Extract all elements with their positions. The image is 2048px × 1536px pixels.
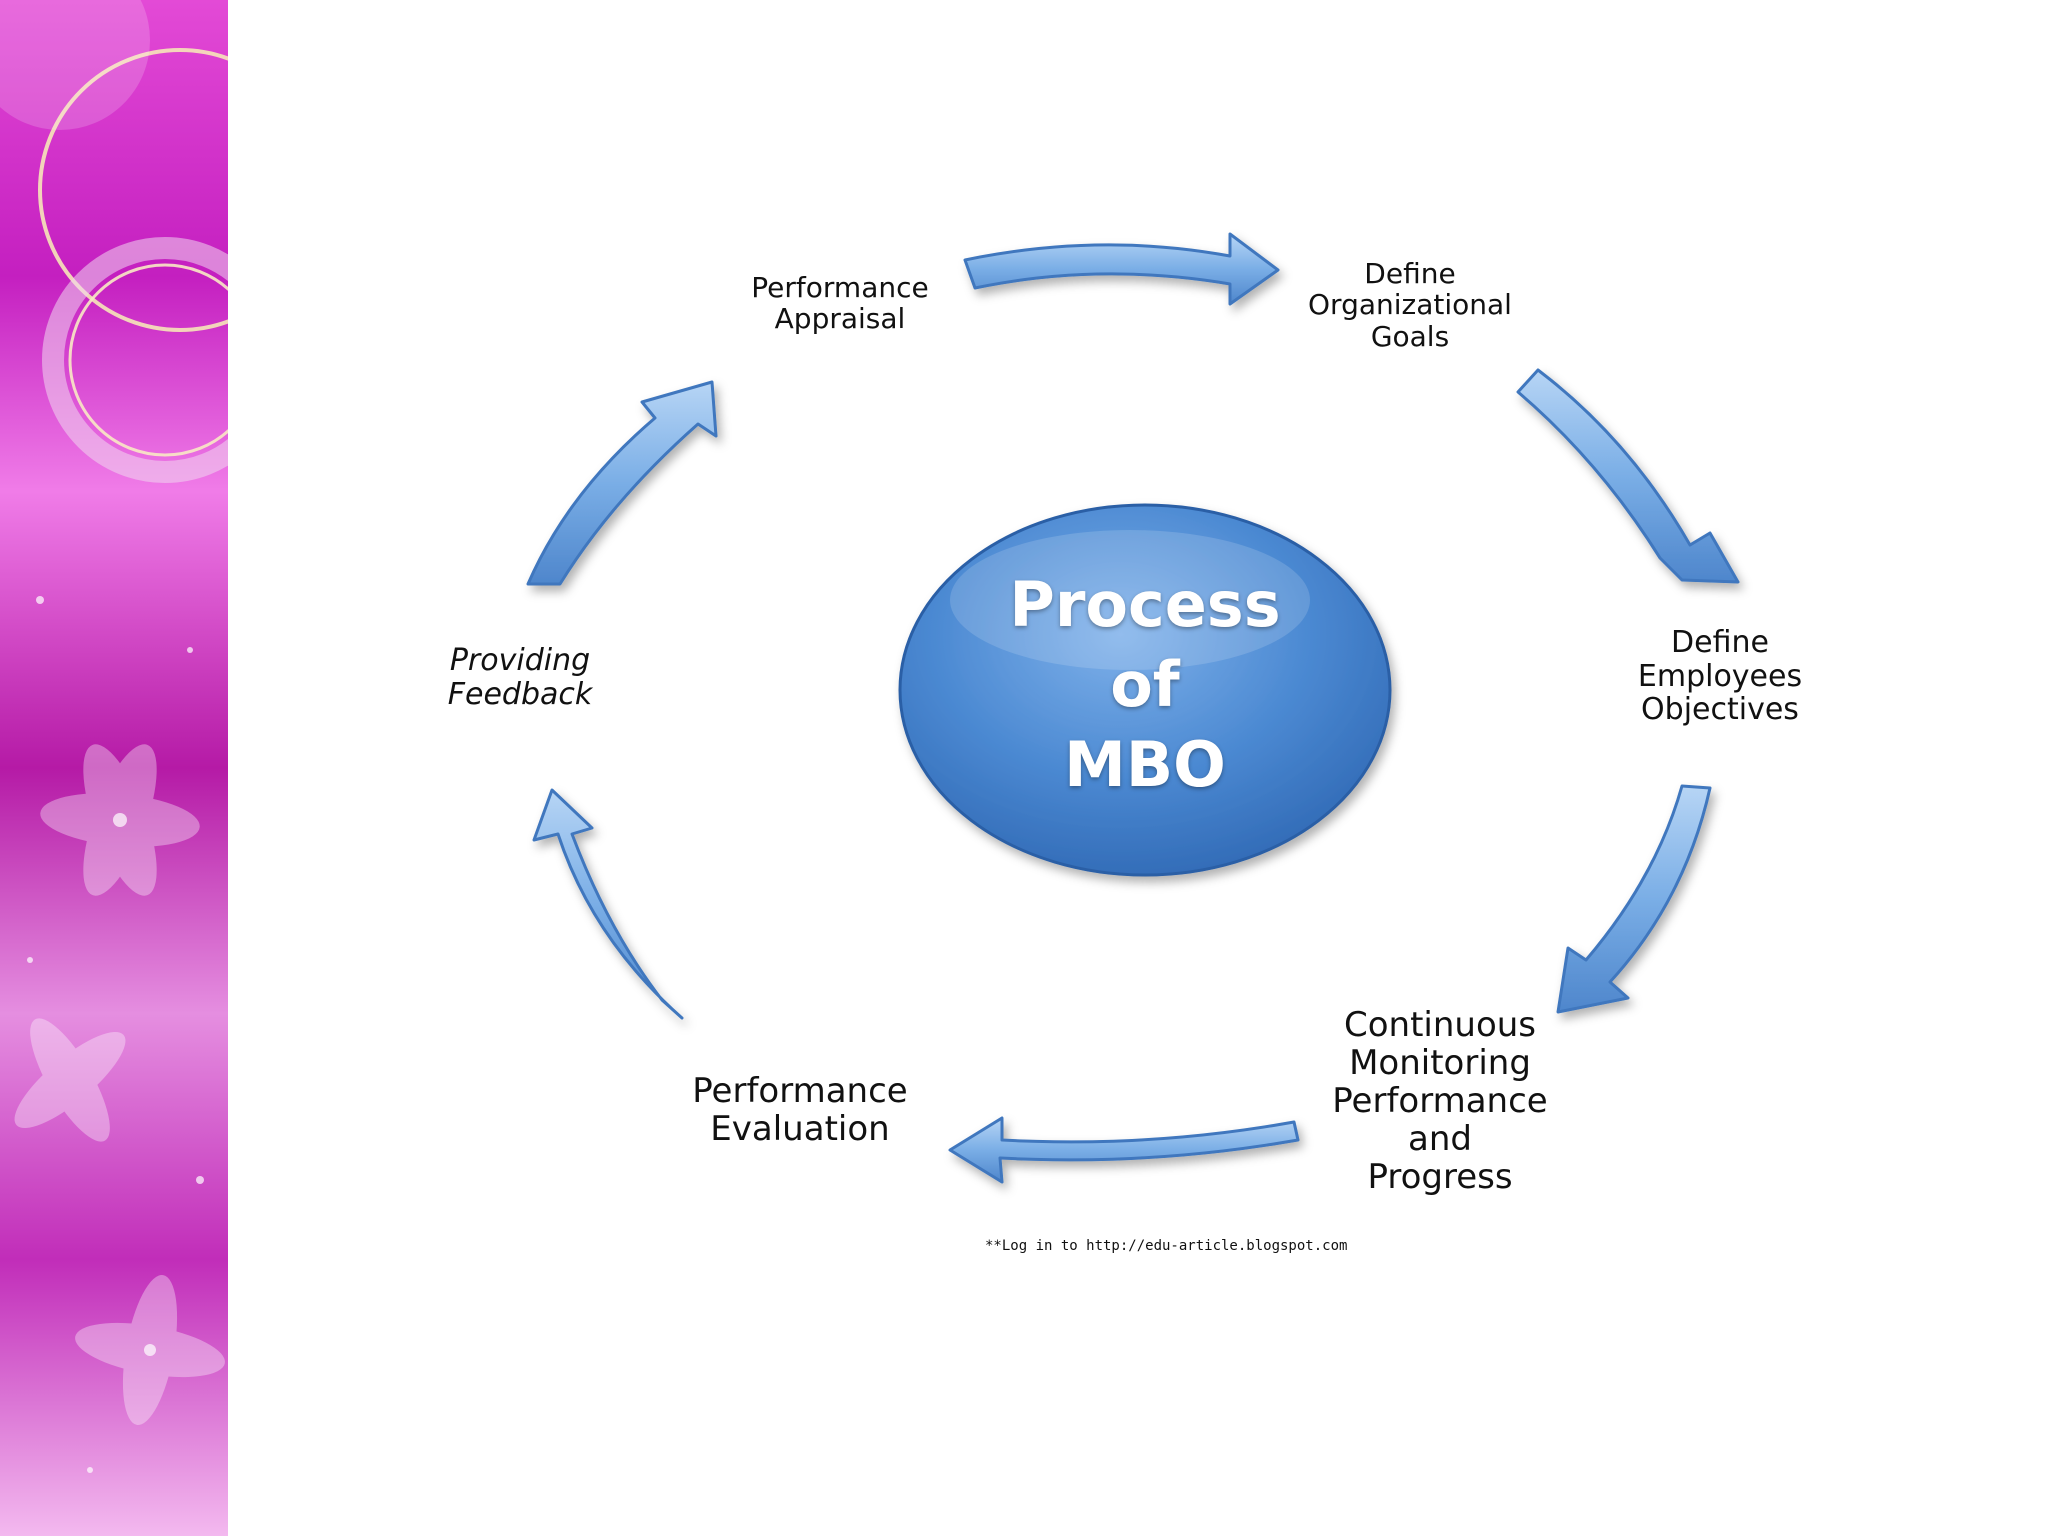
center-hub-highlight <box>950 530 1310 670</box>
center-hub <box>898 503 1392 877</box>
step-performance-appraisal: Performance Appraisal <box>751 271 929 336</box>
arrow-goals-to-objectives-icon <box>1516 368 1740 584</box>
arrow-feedback-to-appraisal-icon <box>526 380 718 586</box>
arrow-evaluation-to-feedback-icon <box>532 788 684 1020</box>
step-define-employees-objectives: Define Employees Objectives <box>1637 625 1803 728</box>
arrow-objectives-to-monitoring-icon <box>1556 784 1712 1014</box>
arrow-monitoring-to-evaluation-icon <box>948 1116 1300 1184</box>
center-title: Process of MBO <box>1009 568 1281 801</box>
side-decoration-panel <box>0 0 228 1536</box>
floral-decoration <box>0 0 228 1473</box>
step-continuous-monitoring: Continuous Monitoring Performance and Pr… <box>1332 1005 1548 1198</box>
arrow-appraisal-to-goals-icon <box>963 232 1280 306</box>
step-performance-evaluation: Performance Evaluation <box>692 1071 908 1150</box>
step-providing-feedback: Providing Feedback <box>447 643 593 712</box>
step-define-organizational-goals: Define Organizational Goals <box>1308 257 1512 353</box>
source-watermark: **Log in to http://edu-article.blogspot.… <box>985 1238 1348 1254</box>
